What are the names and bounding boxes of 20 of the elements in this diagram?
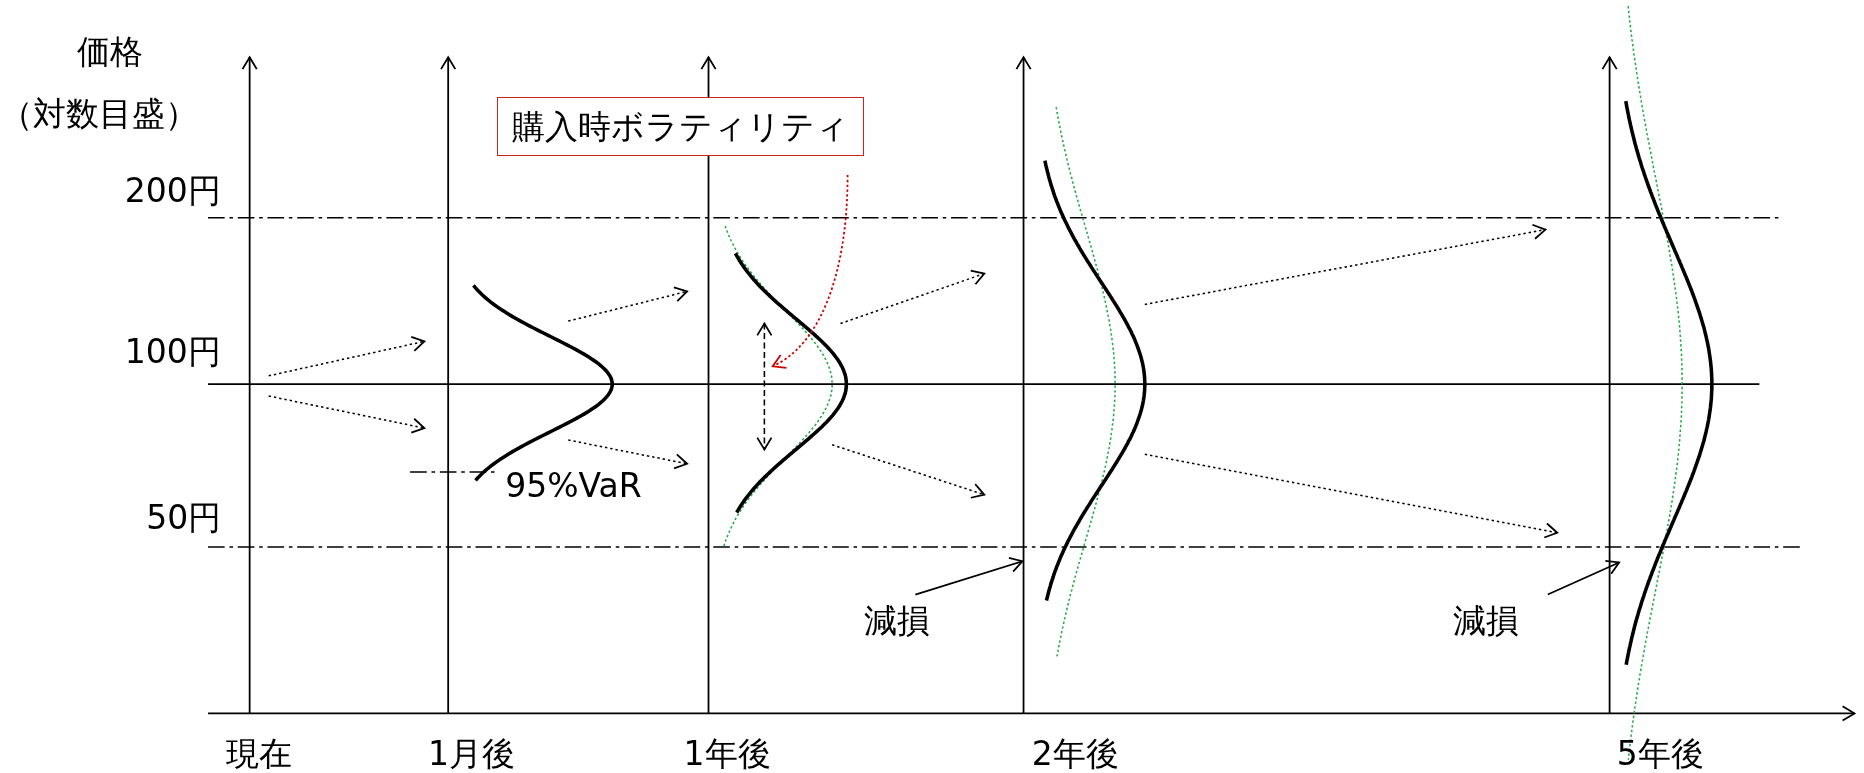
time-label: 2年後	[1031, 734, 1119, 773]
distribution-curve	[1624, 100, 1714, 665]
price-label: 50円	[146, 499, 222, 538]
leader-line	[1546, 559, 1620, 596]
price-label: 200円	[124, 172, 221, 211]
leader-line	[914, 557, 1024, 596]
axis-title: （対数目盛）	[0, 95, 198, 134]
annotation-label: 95%VaR	[505, 467, 642, 506]
callout-box: 購入時ボラティリティ	[496, 97, 865, 157]
time-label: 1月後	[427, 734, 515, 773]
price-label: 100円	[124, 332, 221, 371]
annotation-label: 減損	[1452, 601, 1519, 640]
leader-line	[771, 174, 849, 368]
axis-title: 価格	[77, 33, 144, 72]
annotation-label: 減損	[864, 601, 931, 640]
time-label: 5年後	[1616, 734, 1704, 773]
distribution-curve	[722, 225, 833, 548]
time-label: 現在	[225, 734, 292, 773]
distribution-curve	[1043, 160, 1147, 601]
time-label: 1年後	[683, 734, 771, 773]
